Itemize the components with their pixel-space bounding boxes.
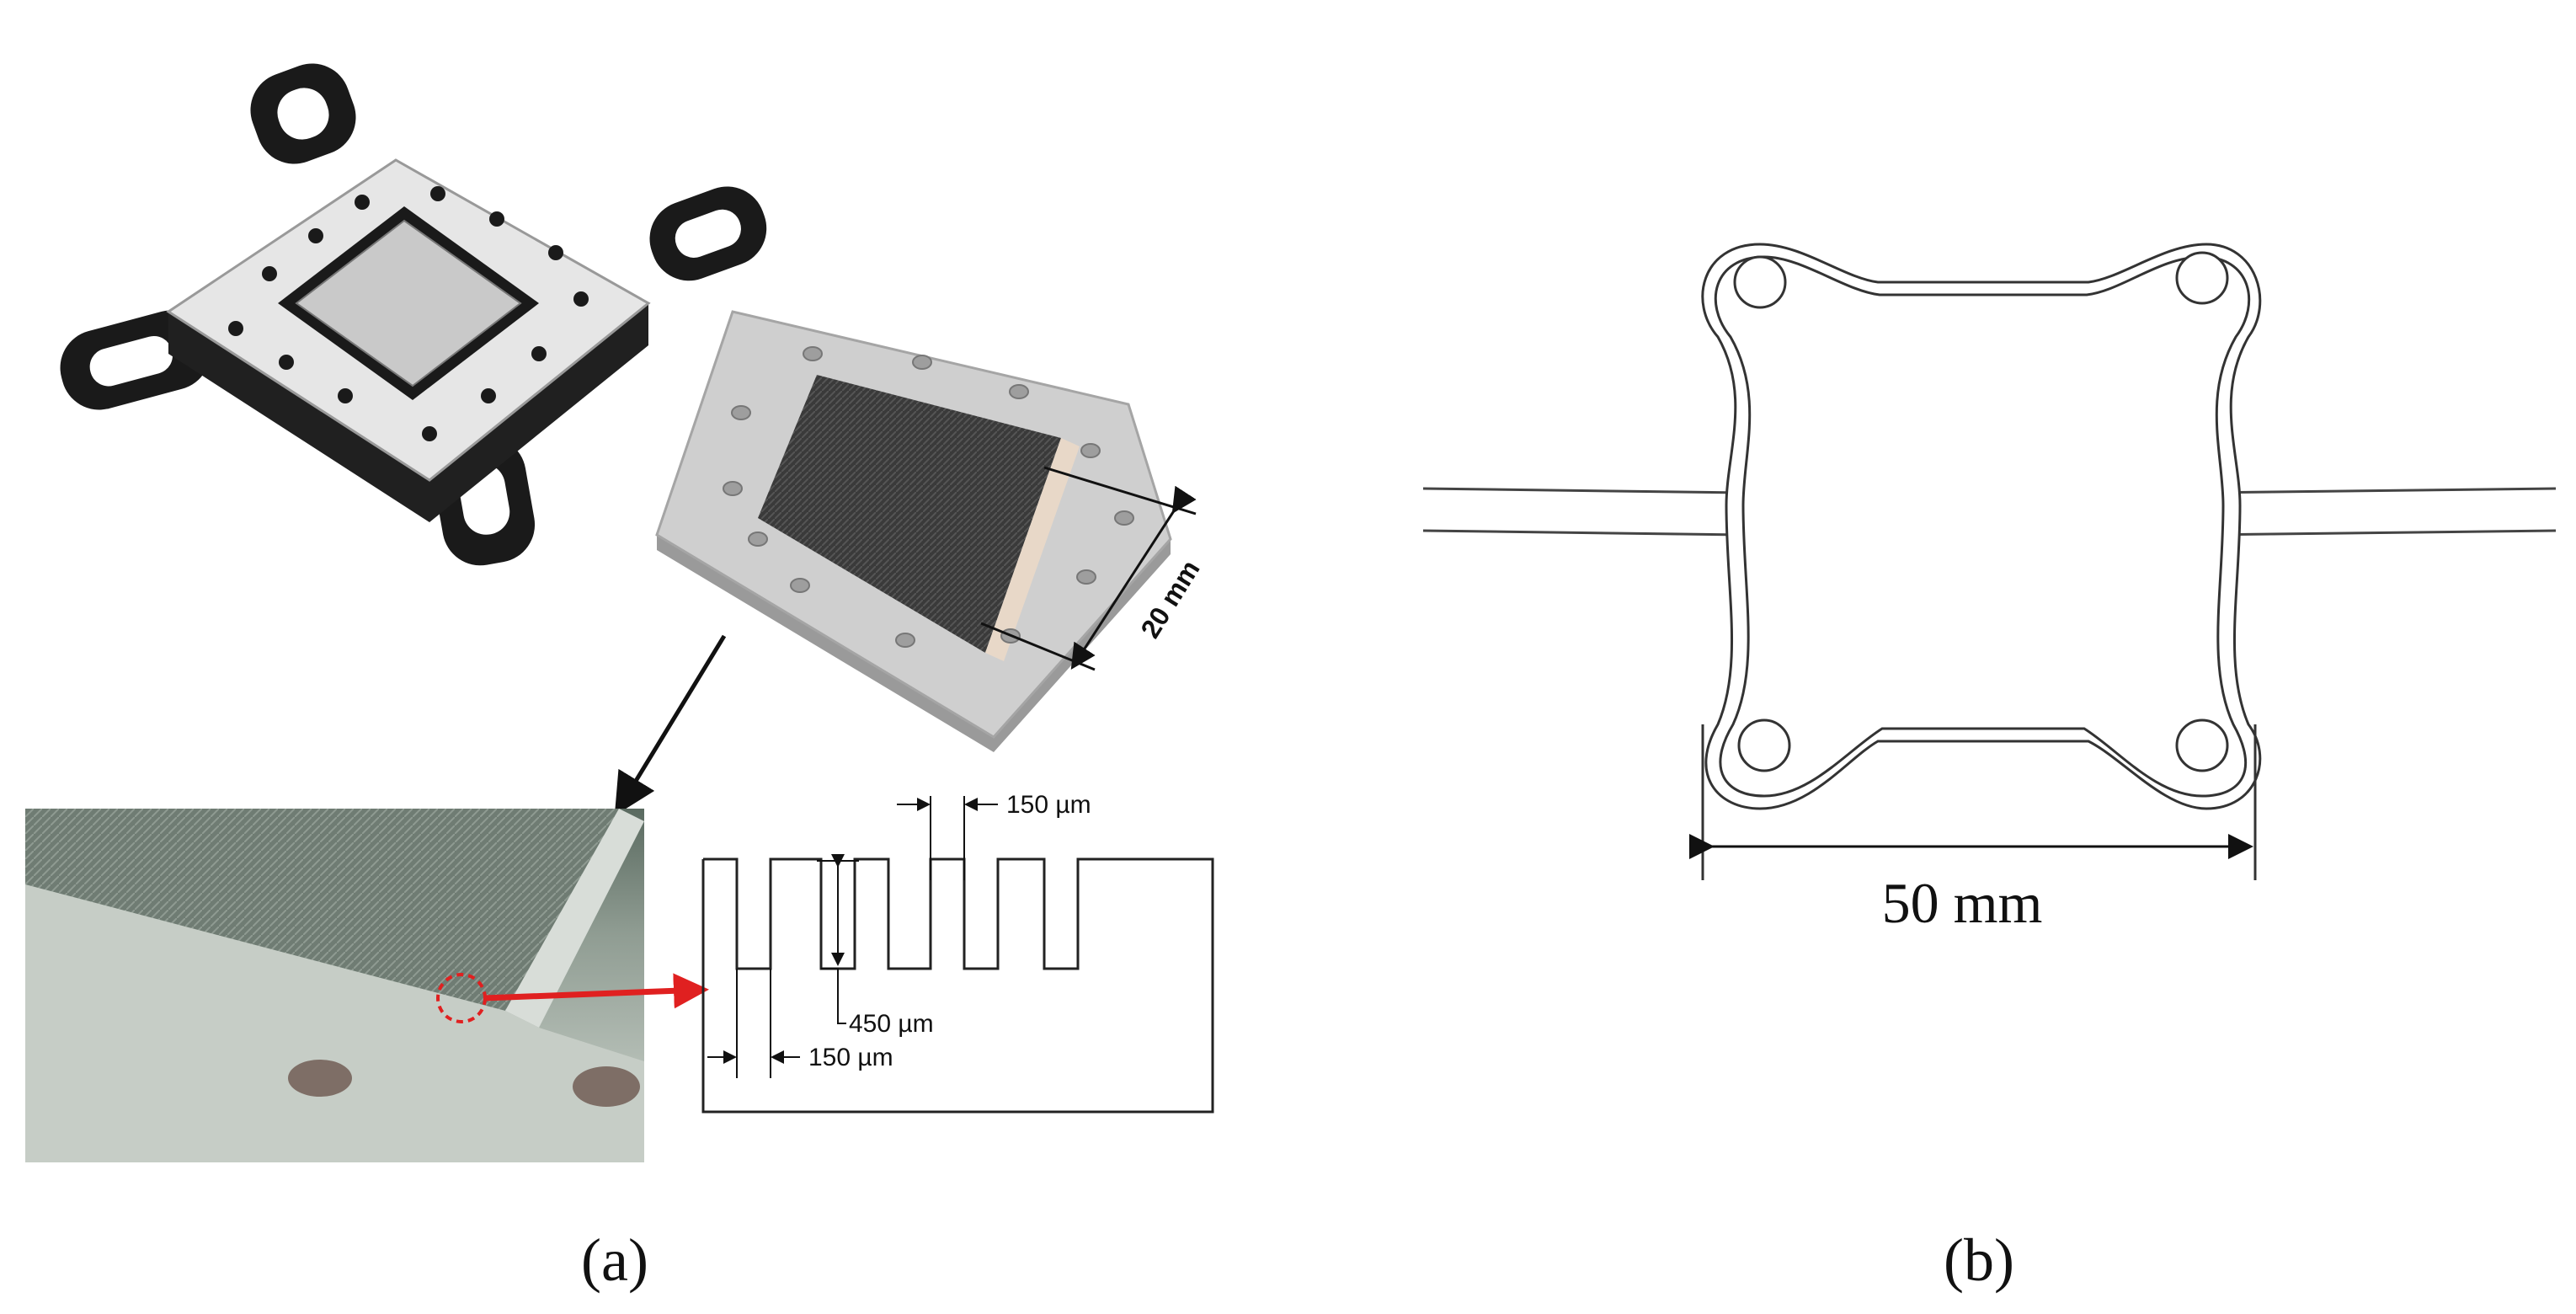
channel-width-label: 150 µm	[808, 1044, 893, 1071]
width-dimension: 50 mm	[1689, 724, 2257, 935]
panel-b-caption: (b)	[1944, 1226, 2014, 1294]
fin-width-dimension: 150 µm	[897, 791, 1091, 880]
panel-a-caption: (a)	[581, 1226, 648, 1294]
microchannel-block-side	[985, 438, 1080, 661]
mounting-arm-top	[250, 63, 356, 164]
waterblock-body-side	[168, 303, 648, 522]
mounting-arm-right	[649, 186, 767, 281]
waterblock-assembly	[60, 63, 767, 566]
hole-bottom-right	[2175, 718, 2229, 772]
base-plate-outline-outer	[1701, 243, 2262, 810]
waterblock-screw-holes	[228, 186, 589, 441]
heat-sink-base-plate: 20 mm	[655, 310, 1206, 752]
closeup-view	[25, 809, 644, 1162]
mounting-holes	[1733, 251, 2229, 772]
width-label: 50 mm	[1882, 871, 2043, 935]
detail-pointer-arrow	[483, 973, 709, 1009]
hole-bottom-left	[1737, 718, 1791, 772]
closeup-hole-1	[288, 1060, 352, 1097]
closeup-fin-surface	[25, 809, 619, 1011]
closeup-plate-edge	[505, 809, 644, 1028]
channel-width-dimension: 150 µm	[707, 969, 893, 1078]
hole-top-left	[1733, 255, 1787, 309]
base-plate-edge	[657, 535, 1171, 752]
microchannel-block	[758, 375, 1061, 653]
panel-a: 20 mm 150 µm	[25, 63, 1214, 1294]
inlet-tube	[1422, 487, 1744, 537]
outlet-tube	[2197, 487, 2557, 537]
channel-cross-section: 150 µm 450 µm 150 µm	[701, 791, 1214, 1114]
fin-width-label: 150 µm	[1006, 791, 1091, 819]
waterblock-window	[295, 219, 522, 387]
panel-b: 50 mm (b)	[1422, 243, 2557, 1294]
fin-height-dimension: 450 µm	[817, 854, 934, 1038]
closeup-hole-2	[573, 1066, 640, 1107]
zoom-arrow	[614, 634, 727, 816]
closeup-lower-plate	[25, 884, 644, 1162]
channel-profile-outline	[701, 857, 1214, 1114]
hole-top-right	[2175, 251, 2229, 305]
fin-height-label: 450 µm	[849, 1010, 934, 1038]
